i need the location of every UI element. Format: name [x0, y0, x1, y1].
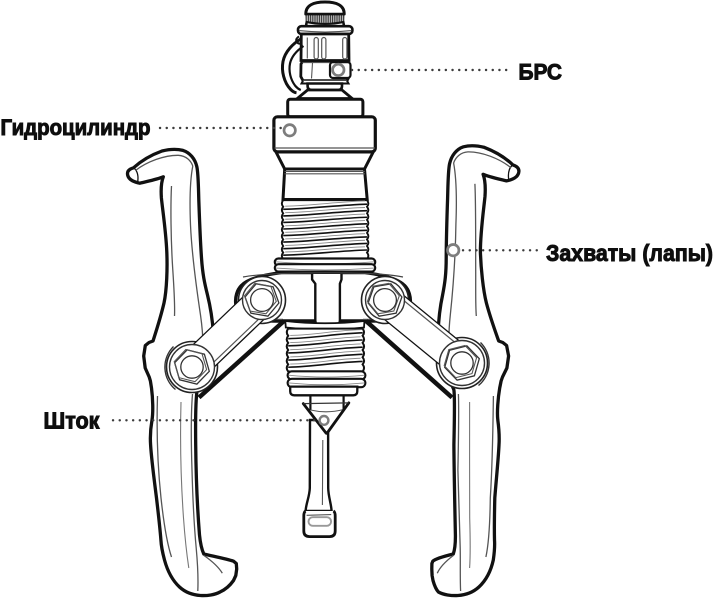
- svg-text:Гидроцилиндр: Гидроцилиндр: [1, 115, 151, 140]
- svg-text:Шток: Шток: [44, 408, 100, 434]
- svg-text:Захваты (лапы): Захваты (лапы): [546, 240, 713, 266]
- svg-text:БРС: БРС: [519, 59, 563, 84]
